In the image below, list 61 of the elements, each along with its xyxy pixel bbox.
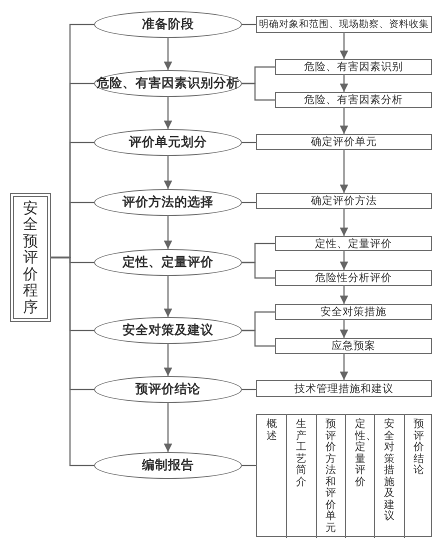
arrow (164, 216, 172, 249)
arrow (164, 97, 172, 129)
node-label: 确定评价单元 (311, 135, 377, 149)
arrow (340, 320, 348, 338)
arrow (340, 354, 348, 380)
arrow (164, 276, 172, 317)
node-label: 评价方法的选择 (122, 194, 214, 211)
node-label: 危险、有害因素识别 (304, 60, 403, 74)
connector-line (242, 464, 256, 466)
node-label: 预评价结论 (136, 381, 200, 398)
step-box (275, 304, 432, 320)
node-label: 定性、定量评价 (122, 254, 214, 271)
step-box (256, 380, 432, 397)
arrow (164, 38, 172, 70)
arrow (340, 33, 348, 59)
node-label: 编制报告 (142, 457, 194, 474)
step-box (256, 134, 432, 150)
step-box (275, 92, 432, 108)
node-label: 危险、有害因素识别分析 (96, 75, 240, 92)
arrow (340, 286, 348, 304)
arrow (164, 403, 172, 452)
arrow (340, 251, 348, 270)
step-box (275, 338, 432, 354)
connector-line (242, 388, 256, 390)
vertical-label: 预评价方法和评价单元 (326, 419, 336, 534)
report-table (256, 414, 432, 537)
node-label: 危险性分析评价 (315, 271, 392, 285)
node-label: 应急预案 (332, 339, 376, 353)
connector-line (242, 202, 256, 204)
node-label: 危险、有害因素分析 (304, 93, 403, 107)
node-label: 准备阶段 (142, 16, 194, 33)
connector-line (51, 256, 94, 466)
connector-line (242, 142, 256, 144)
arrow (340, 150, 348, 193)
node-label: 定性、定量评价 (315, 236, 392, 250)
step-box (275, 59, 432, 75)
node-label: 确定评价方法 (311, 194, 377, 208)
step-box (275, 236, 432, 251)
step-box (256, 193, 432, 209)
connector-line (242, 82, 275, 101)
arrow (164, 156, 172, 189)
program-box (10, 193, 51, 322)
connector-line (242, 330, 275, 347)
vertical-label: 概述 (266, 419, 277, 442)
connector-line (242, 262, 275, 279)
node-label: 安全对策及建议 (122, 322, 214, 339)
step-box (275, 270, 432, 286)
vertical-label: 生产工艺简介 (296, 419, 307, 488)
arrow (340, 209, 348, 236)
node-label: 评价单元划分 (129, 134, 207, 151)
node-label: 技术管理措施和建议 (294, 382, 394, 396)
vertical-label: 安全预评价程序 (23, 200, 38, 316)
connector-line (242, 24, 256, 26)
vertical-label: 预评价结论 (414, 419, 424, 477)
node-label: 明确对象和范围、现场勘察、资料收集 (259, 18, 429, 31)
step-box (256, 16, 432, 33)
arrow (340, 108, 348, 134)
vertical-label: 安全对策措施及建议 (384, 419, 395, 523)
arrow (340, 75, 348, 92)
node-label: 安全对策措施 (320, 305, 386, 319)
arrow (164, 344, 172, 376)
